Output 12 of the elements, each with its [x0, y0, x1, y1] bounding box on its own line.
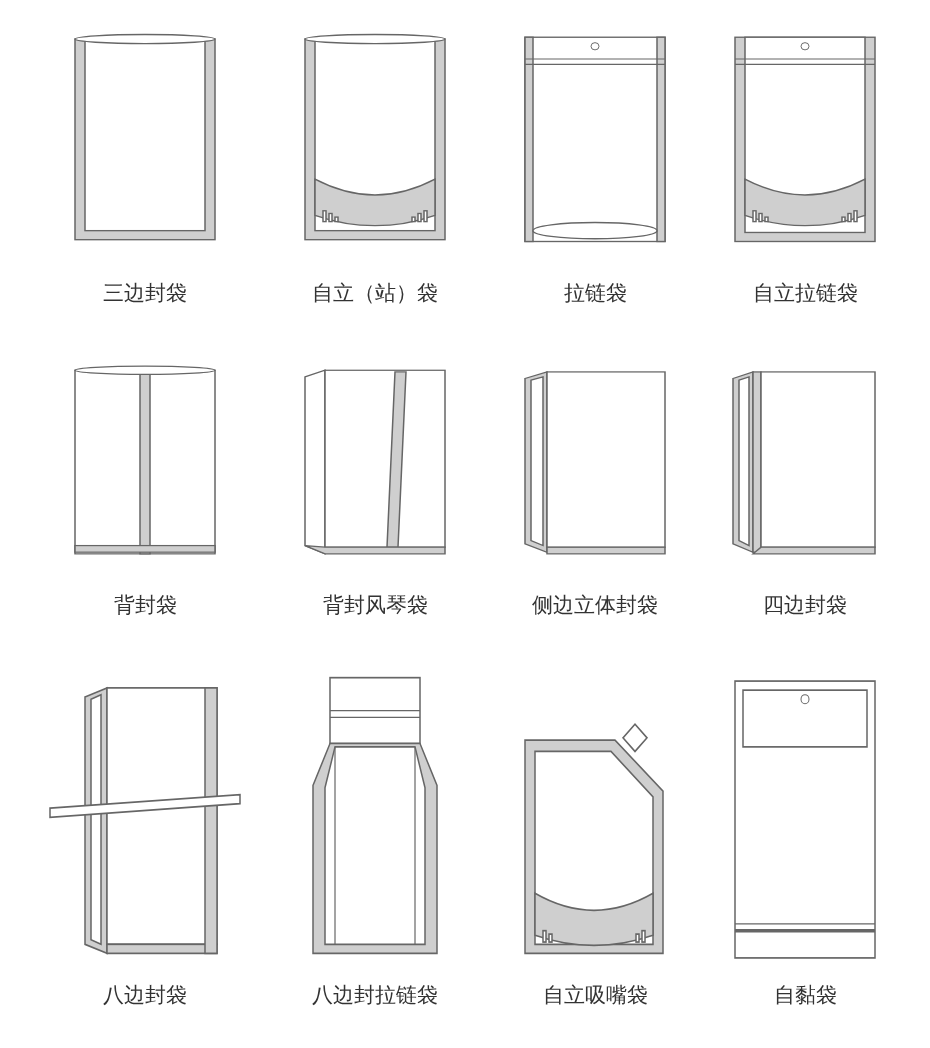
bag-caption: 八边封拉链袋 — [312, 982, 438, 1009]
bag-caption: 三边封袋 — [103, 280, 187, 307]
bag-caption: 侧边立体封袋 — [532, 592, 658, 619]
bag-caption: 自立（站）袋 — [312, 280, 438, 307]
bag-caption: 拉链袋 — [563, 280, 627, 307]
bag-caption: 背封风琴袋 — [322, 592, 428, 619]
bag-caption: 四边封袋 — [763, 592, 847, 619]
bag-caption: 自立吸嘴袋 — [542, 982, 648, 1009]
bag-caption: 自立拉链袋 — [752, 280, 858, 307]
bag-caption: 自黏袋 — [773, 982, 837, 1009]
bag-caption: 背封袋 — [113, 592, 177, 619]
bag-caption: 八边封袋 — [103, 982, 187, 1009]
